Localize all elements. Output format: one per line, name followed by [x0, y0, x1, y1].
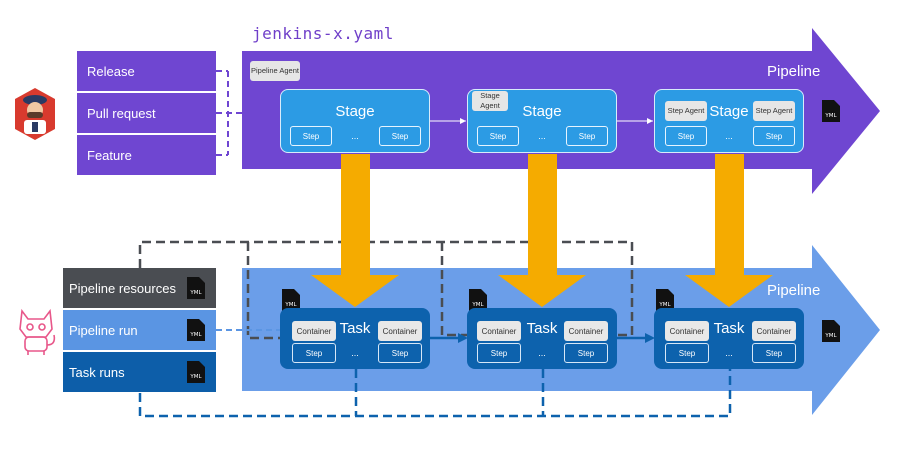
task-3-step-2: Step: [752, 343, 796, 363]
stage-to-task-arrows: [311, 154, 773, 307]
stage-3-step-2: Step: [753, 126, 795, 146]
down-arrow-2: [498, 154, 586, 307]
top-pipeline-label: Pipeline: [767, 63, 821, 80]
trigger-pull-request-label: Pull request: [87, 105, 156, 121]
task-3-step-1: Step: [665, 343, 709, 363]
yml-text: YML: [189, 374, 202, 380]
pipeline-resources-label: Pipeline resources: [69, 280, 176, 296]
trigger-release-label: Release: [87, 63, 135, 79]
trigger-release[interactable]: Release: [77, 51, 216, 91]
yml-file-icon: YML: [822, 100, 840, 122]
yml-file-icon: YML: [822, 320, 840, 342]
yml-text: YML: [189, 290, 202, 296]
stage-1-step-2: Step: [379, 126, 421, 146]
task-2-ellipsis: ...: [538, 348, 546, 358]
task-2-step-2: Step: [564, 343, 608, 363]
yml-file-icon: YML: [656, 289, 674, 311]
stage-2-ellipsis: ...: [538, 131, 546, 141]
task-3-container-2: Container: [752, 321, 796, 341]
stage-3-step-1: Step: [665, 126, 707, 146]
trigger-bracket: [216, 70, 242, 156]
task-1-container-1: Container: [292, 321, 336, 341]
yml-text: YML: [824, 333, 837, 339]
resources-connector: [138, 240, 634, 340]
trigger-pull-request[interactable]: Pull request: [77, 93, 216, 133]
task-3-title: Task: [713, 320, 745, 337]
yml-file-icon: YML: [187, 319, 205, 341]
task-1-container-2: Container: [378, 321, 422, 341]
yml-text: YML: [824, 113, 837, 119]
yml-file-icon: YML: [187, 361, 205, 383]
yml-file-icon: YML: [469, 289, 487, 311]
bottom-pipeline-label: Pipeline: [767, 282, 821, 299]
step-agent-badge-1: Step Agent: [665, 101, 707, 121]
yml-text: YML: [189, 332, 202, 338]
yml-text: YML: [658, 302, 671, 308]
trigger-feature[interactable]: Feature: [77, 135, 216, 175]
task-1-ellipsis: ...: [351, 348, 359, 358]
task-2-step-1: Step: [477, 343, 521, 363]
yml-text: YML: [284, 302, 297, 308]
stage-2-title: Stage: [522, 103, 562, 120]
task-3-ellipsis: ...: [725, 348, 733, 358]
jenkins-x-mascot-icon: [10, 84, 60, 144]
task-1-step-1: Step: [292, 343, 336, 363]
pipeline-run[interactable]: Pipeline run: [63, 310, 216, 350]
step-agent-badge-2: Step Agent: [753, 101, 795, 121]
stage-3-ellipsis: ...: [725, 131, 733, 141]
down-arrow-1: [311, 154, 399, 307]
pipeline-agent-badge: Pipeline Agent: [250, 61, 300, 81]
task-3-container-1: Container: [665, 321, 709, 341]
task-runs-label: Task runs: [69, 364, 125, 380]
stage-3-title: Stage: [709, 103, 749, 120]
stage-2-step-1: Step: [477, 126, 519, 146]
tekton-cat-icon: [14, 305, 58, 357]
stage-1-title: Stage: [335, 103, 375, 120]
task-2-container-2: Container: [564, 321, 608, 341]
taskruns-connector: [138, 369, 732, 418]
task-2-container-1: Container: [477, 321, 521, 341]
task-1-title: Task: [339, 320, 371, 337]
stage-2-step-2: Step: [566, 126, 608, 146]
page-title: jenkins-x.yaml: [252, 24, 394, 43]
yml-file-icon: YML: [282, 289, 300, 311]
yml-text: YML: [471, 302, 484, 308]
pipeline-run-label: Pipeline run: [69, 322, 138, 338]
task-2-title: Task: [526, 320, 558, 337]
down-arrow-3: [685, 154, 773, 307]
stage-1-ellipsis: ...: [351, 131, 359, 141]
task-1-step-2: Step: [378, 343, 422, 363]
stage-agent-badge: Stage Agent: [472, 91, 508, 111]
yml-file-icon: YML: [187, 277, 205, 299]
stage-1-step-1: Step: [290, 126, 332, 146]
trigger-feature-label: Feature: [87, 147, 132, 163]
